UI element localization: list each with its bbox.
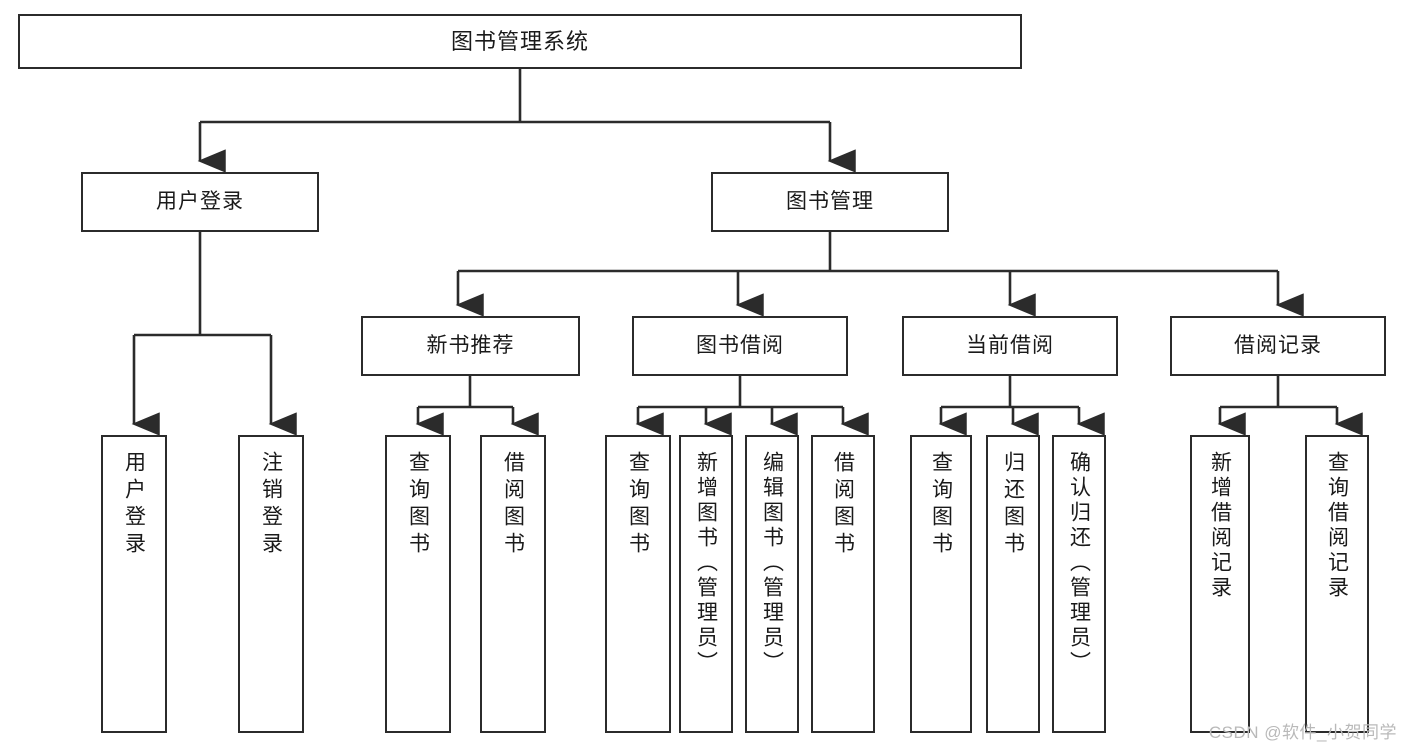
node-book-management-label: 图书管理 xyxy=(786,189,874,213)
leaf-borrow-book-recommend-label: 借阅图书 xyxy=(501,451,525,559)
watermark: CSDN @软件_小贺同学 xyxy=(1208,723,1397,742)
leaf-add-book-admin-label: 新增图书（管理员） xyxy=(694,451,718,676)
leaf-query-borrow-record[interactable]: 查询借阅记录 xyxy=(1305,435,1369,733)
node-current-borrow[interactable]: 当前借阅 xyxy=(902,316,1118,376)
leaf-return-book[interactable]: 归还图书 xyxy=(986,435,1040,733)
leaf-user-login[interactable]: 用户登录 xyxy=(101,435,167,733)
leaf-user-login-label: 用户登录 xyxy=(122,451,146,559)
node-current-borrow-label: 当前借阅 xyxy=(966,333,1054,357)
leaf-query-book-recommend[interactable]: 查询图书 xyxy=(385,435,451,733)
leaf-logout-label: 注销登录 xyxy=(259,451,283,559)
leaf-query-borrow-record-label: 查询借阅记录 xyxy=(1325,451,1349,601)
leaf-query-book-recommend-label: 查询图书 xyxy=(406,451,430,559)
node-root[interactable]: 图书管理系统 xyxy=(18,14,1022,69)
leaf-borrow-book-recommend[interactable]: 借阅图书 xyxy=(480,435,546,733)
node-new-book-recommend-label: 新书推荐 xyxy=(426,333,515,357)
node-book-borrow[interactable]: 图书借阅 xyxy=(632,316,848,376)
node-user-login[interactable]: 用户登录 xyxy=(81,172,319,232)
leaf-add-borrow-record-label: 新增借阅记录 xyxy=(1208,451,1232,601)
leaf-query-book-borrow-label: 查询图书 xyxy=(626,451,650,559)
leaf-query-book-current-label: 查询图书 xyxy=(929,451,953,559)
node-borrow-record-label: 借阅记录 xyxy=(1234,333,1322,357)
leaf-query-book-current[interactable]: 查询图书 xyxy=(910,435,972,733)
leaf-borrow-book-label: 借阅图书 xyxy=(831,451,855,559)
node-root-label: 图书管理系统 xyxy=(450,28,589,54)
leaf-borrow-book[interactable]: 借阅图书 xyxy=(811,435,875,733)
leaf-query-book-borrow[interactable]: 查询图书 xyxy=(605,435,671,733)
leaf-confirm-return-admin-label: 确认归还（管理员） xyxy=(1067,451,1091,676)
leaf-edit-book-admin-label: 编辑图书（管理员） xyxy=(760,451,784,676)
node-book-borrow-label: 图书借阅 xyxy=(696,333,784,357)
node-borrow-record[interactable]: 借阅记录 xyxy=(1170,316,1386,376)
node-new-book-recommend[interactable]: 新书推荐 xyxy=(361,316,580,376)
node-user-login-label: 用户登录 xyxy=(156,189,244,213)
leaf-add-book-admin[interactable]: 新增图书（管理员） xyxy=(679,435,733,733)
leaf-logout[interactable]: 注销登录 xyxy=(238,435,304,733)
leaf-confirm-return-admin[interactable]: 确认归还（管理员） xyxy=(1052,435,1106,733)
leaf-add-borrow-record[interactable]: 新增借阅记录 xyxy=(1190,435,1250,733)
leaf-edit-book-admin[interactable]: 编辑图书（管理员） xyxy=(745,435,799,733)
leaf-return-book-label: 归还图书 xyxy=(1001,451,1025,559)
node-book-management[interactable]: 图书管理 xyxy=(711,172,949,232)
